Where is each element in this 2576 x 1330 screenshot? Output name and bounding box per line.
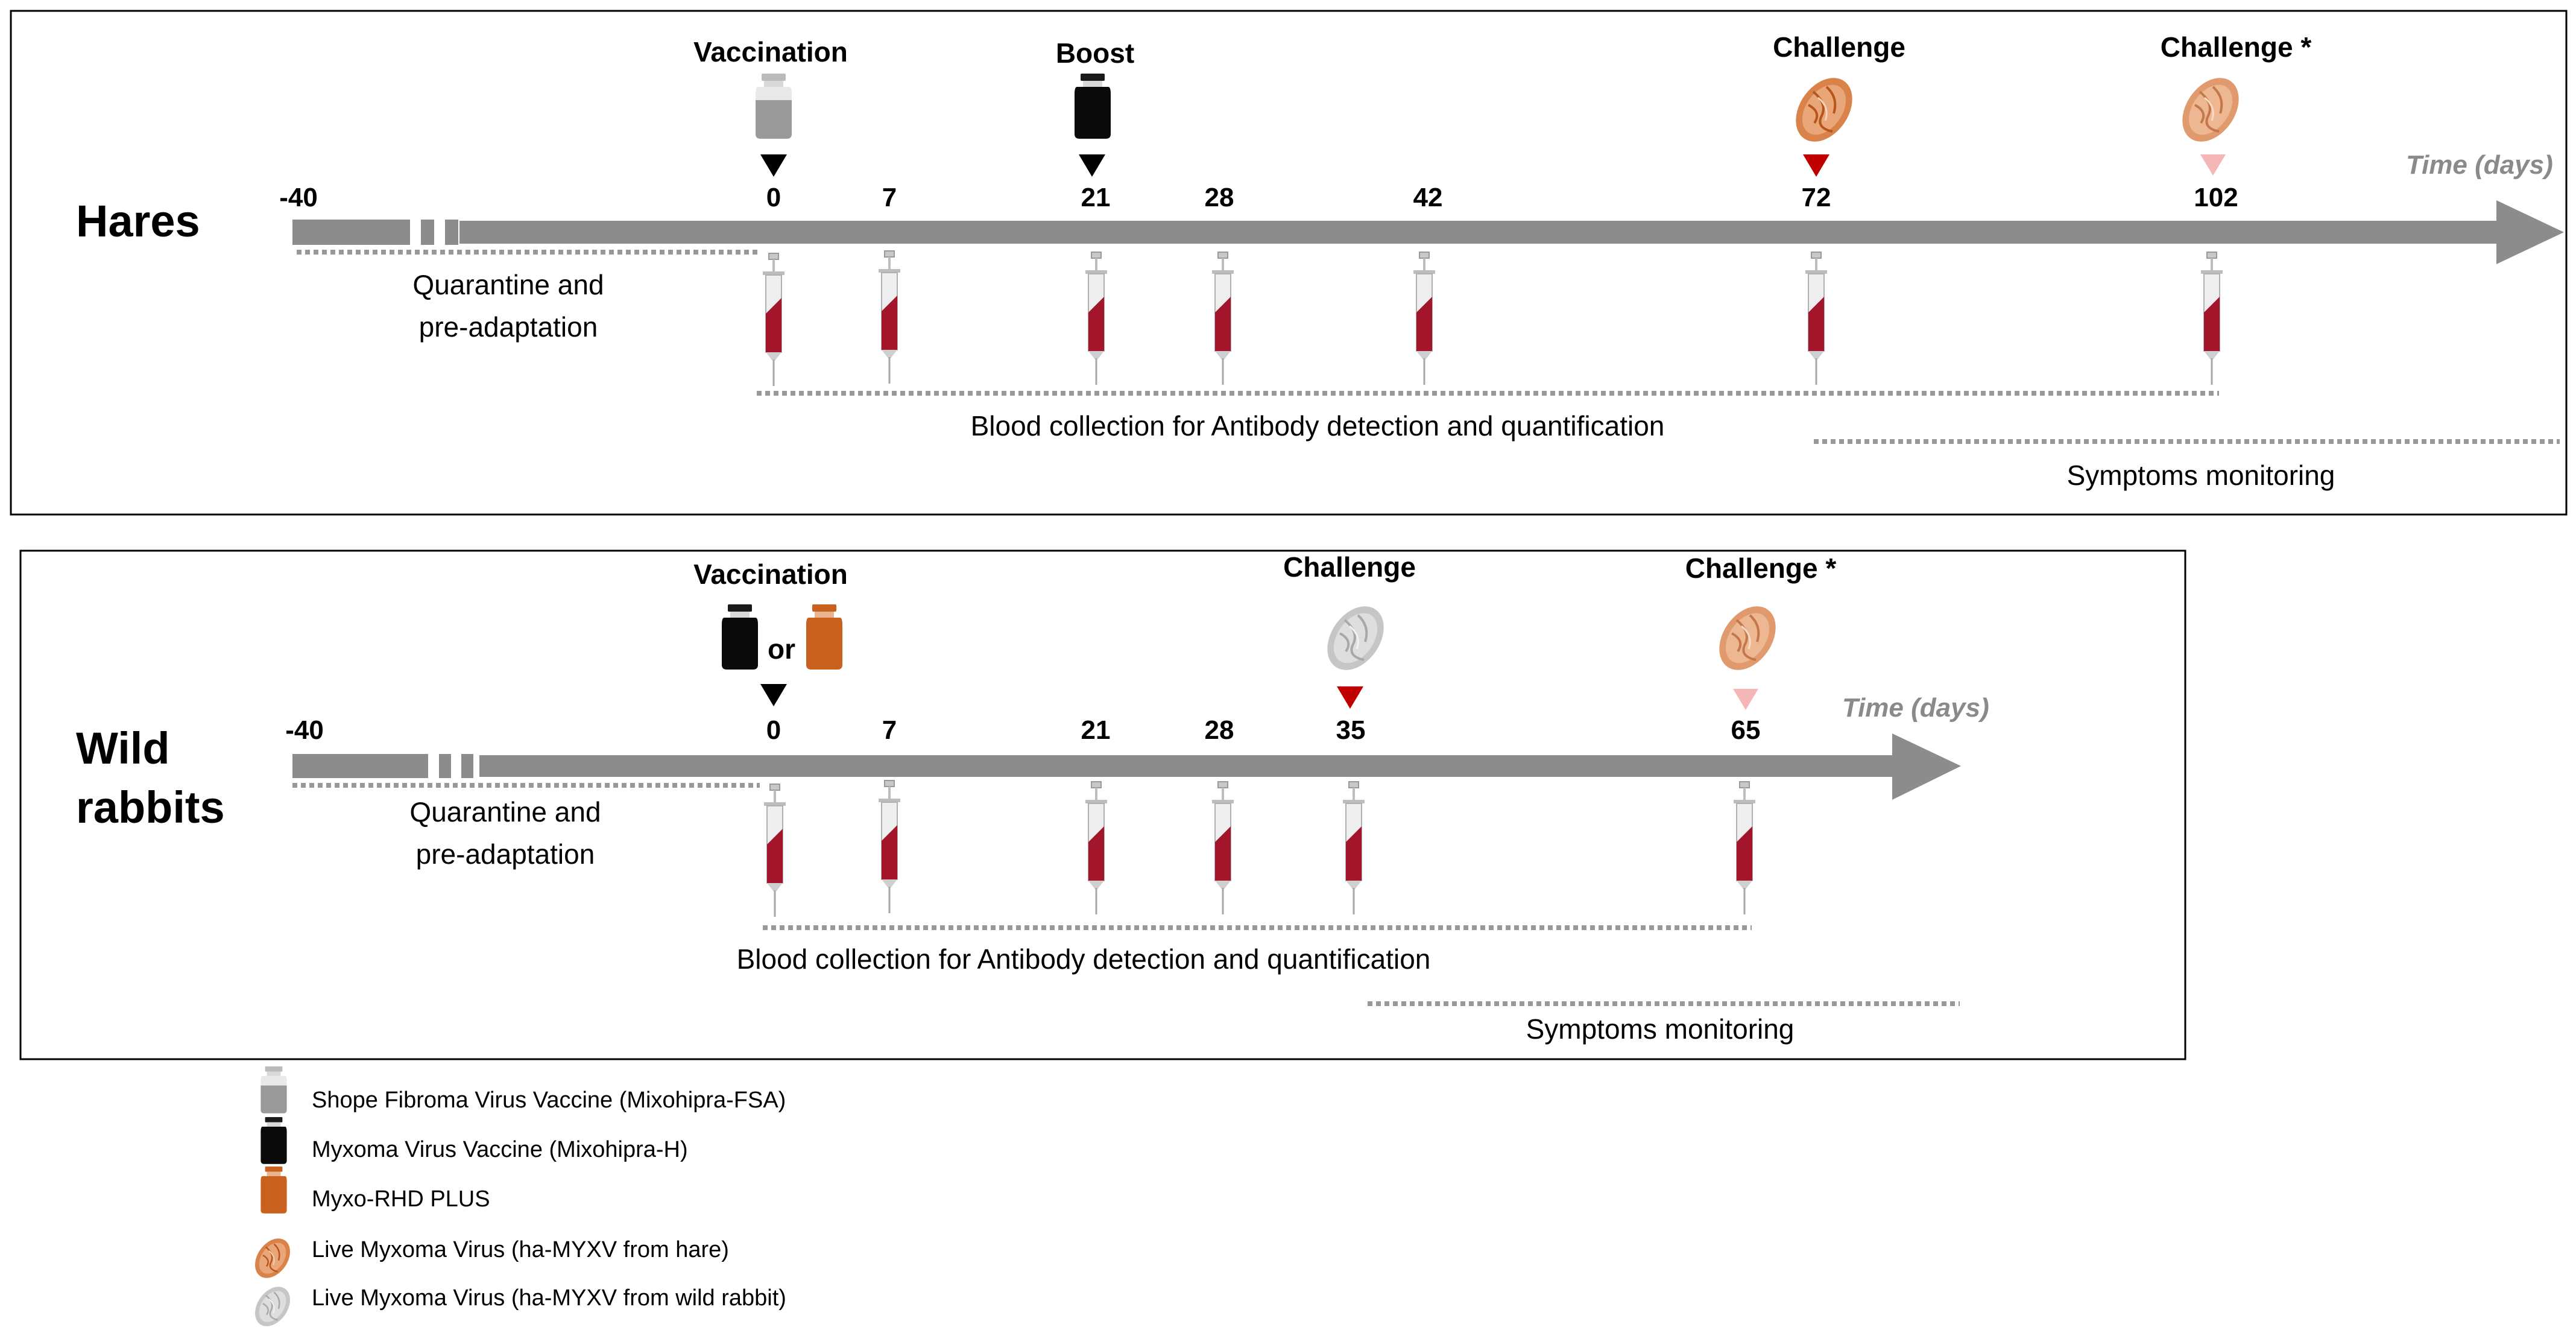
rabbits-challenge-star-label: Challenge * xyxy=(1685,553,1837,584)
legend-item-1: Myxoma Virus Vaccine (Mixohipra-H) xyxy=(312,1137,688,1162)
hares-quarantine-line2: pre-adaptation xyxy=(419,311,598,343)
hares-tick-21: 21 xyxy=(1081,183,1111,212)
hares-label: Hares xyxy=(76,196,200,246)
blood-syringe-icon xyxy=(1085,781,1108,915)
gray-virus-icon xyxy=(1314,594,1397,682)
hares-tick-7: 7 xyxy=(882,183,897,212)
blood-syringe-icon xyxy=(762,253,785,387)
hares-challenge-marker xyxy=(1803,154,1829,177)
rabbits-tick-28: 28 xyxy=(1205,715,1234,745)
rabbits-vaccination-marker xyxy=(760,684,787,706)
legend-item-0: Shope Fibroma Virus Vaccine (Mixohipra-F… xyxy=(312,1088,786,1113)
legend-item-2: Myxo-RHD PLUS xyxy=(312,1186,490,1212)
blood-syringe-icon xyxy=(1413,252,1436,385)
gray-vial-icon xyxy=(260,1066,287,1113)
orange-virus-icon xyxy=(2169,66,2252,154)
rabbits-symptoms-label: Symptoms monitoring xyxy=(1526,1013,1795,1045)
hares-time-axis xyxy=(292,200,2564,264)
hares-tick-28: 28 xyxy=(1205,183,1234,212)
hares-tick-102: 102 xyxy=(2194,183,2238,212)
blood-syringe-icon xyxy=(763,784,786,917)
rabbits-challenge-label: Challenge xyxy=(1283,551,1416,583)
blood-syringe-icon xyxy=(1342,781,1365,915)
orange-virus-icon xyxy=(247,1231,298,1285)
blood-syringe-icon xyxy=(878,250,901,384)
rabbits-vaccination-label: Vaccination xyxy=(693,559,848,590)
orange-virus-icon xyxy=(1706,594,1789,682)
gray-vial-icon xyxy=(756,74,792,139)
hares-panel-border xyxy=(10,10,2568,516)
hares-boost-marker xyxy=(1079,154,1105,177)
rabbits-or-label: or xyxy=(768,633,795,665)
hares-symptoms-label: Symptoms monitoring xyxy=(2067,460,2335,491)
rabbits-label-line2: rabbits xyxy=(76,782,225,832)
hares-quarantine-line1: Quarantine and xyxy=(412,269,604,300)
hares-challenge-star-marker xyxy=(2200,154,2226,176)
hares-vaccination-label: Vaccination xyxy=(693,36,848,68)
rabbits-quarantine-line2: pre-adaptation xyxy=(416,838,595,870)
legend-item-3: Live Myxoma Virus (ha-MYXV from hare) xyxy=(312,1237,729,1262)
hares-tick-0: 0 xyxy=(766,183,781,212)
blood-syringe-icon xyxy=(1733,781,1756,915)
rabbits-challenge-star-marker xyxy=(1733,689,1758,710)
gray-virus-icon xyxy=(247,1279,298,1330)
rabbits-tick-21: 21 xyxy=(1081,715,1111,745)
hares-tick-42: 42 xyxy=(1413,183,1443,212)
orange-vial-icon xyxy=(260,1167,287,1214)
rabbits-panel-border xyxy=(19,549,2186,1060)
rabbits-time-axis xyxy=(292,733,1961,800)
blood-syringe-icon xyxy=(1805,252,1828,385)
blood-syringe-icon xyxy=(1085,252,1108,385)
rabbits-blood-collection-label: Blood collection for Antibody detection … xyxy=(737,943,1431,975)
hares-challenge-label: Challenge xyxy=(1773,31,1905,63)
orange-virus-icon xyxy=(1782,66,1866,154)
rabbits-quarantine-line1: Quarantine and xyxy=(409,796,601,828)
black-vial-icon xyxy=(722,604,758,670)
orange-vial-icon xyxy=(806,604,842,670)
blood-syringe-icon xyxy=(1211,252,1234,385)
hares-challenge-star-label: Challenge * xyxy=(2161,31,2312,63)
rabbits-tick-0: 0 xyxy=(766,715,781,745)
rabbits-challenge-marker xyxy=(1337,686,1363,709)
hares-tick-minus40: -40 xyxy=(279,183,318,212)
hares-time-label: Time (days) xyxy=(2406,150,2553,180)
rabbits-tick-35: 35 xyxy=(1336,715,1366,745)
rabbits-tick-65: 65 xyxy=(1731,715,1761,745)
blood-syringe-icon xyxy=(1211,781,1234,915)
blood-syringe-icon xyxy=(878,780,901,914)
hares-boost-label: Boost xyxy=(1056,37,1134,69)
black-vial-icon xyxy=(260,1117,287,1164)
legend: Shope Fibroma Virus Vaccine (Mixohipra-F… xyxy=(247,1066,786,1330)
rabbits-time-label: Time (days) xyxy=(1842,693,1989,723)
hares-vaccination-marker xyxy=(760,154,787,177)
hares-blood-collection-label: Blood collection for Antibody detection … xyxy=(971,410,1665,442)
legend-item-4: Live Myxoma Virus (ha-MYXV from wild rab… xyxy=(312,1285,786,1311)
rabbits-tick-minus40: -40 xyxy=(285,715,324,745)
black-vial-icon xyxy=(1075,74,1111,139)
hares-tick-72: 72 xyxy=(1802,183,1831,212)
rabbits-tick-7: 7 xyxy=(882,715,897,745)
rabbits-label-line1: Wild xyxy=(76,723,170,773)
blood-syringe-icon xyxy=(2200,252,2223,385)
